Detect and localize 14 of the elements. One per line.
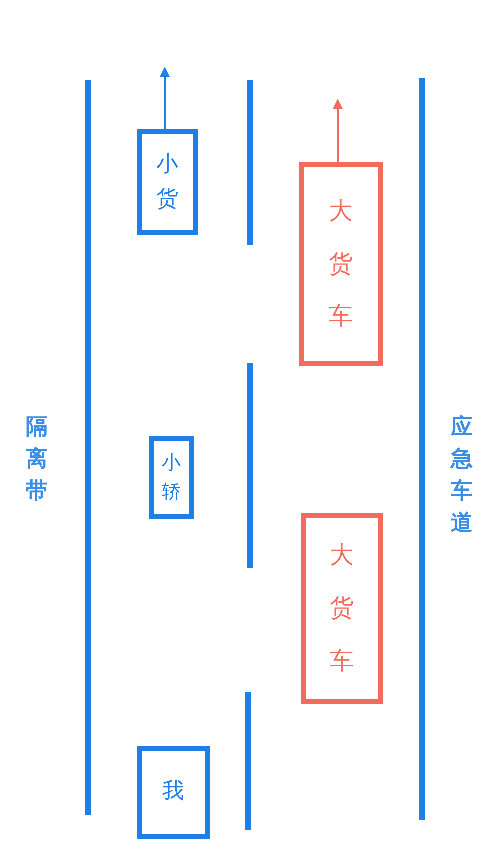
vehicle-label: 我 bbox=[162, 780, 184, 805]
road-zone-label: 应急车道 bbox=[451, 414, 473, 538]
vehicle-label: 大货车 bbox=[329, 196, 353, 332]
vehicle-label: 小货 bbox=[156, 150, 178, 214]
vehicle-box bbox=[299, 162, 383, 366]
vehicle-label: 小轿 bbox=[162, 451, 181, 504]
vehicle-box bbox=[137, 746, 210, 839]
vehicle-box bbox=[301, 513, 383, 704]
vehicle-box bbox=[149, 436, 194, 519]
road-zone-label: 隔离带 bbox=[26, 414, 48, 506]
arrow bbox=[160, 67, 170, 129]
vehicle-box bbox=[137, 129, 198, 235]
arrow bbox=[333, 99, 343, 162]
vehicle-label: 大货车 bbox=[330, 540, 354, 677]
